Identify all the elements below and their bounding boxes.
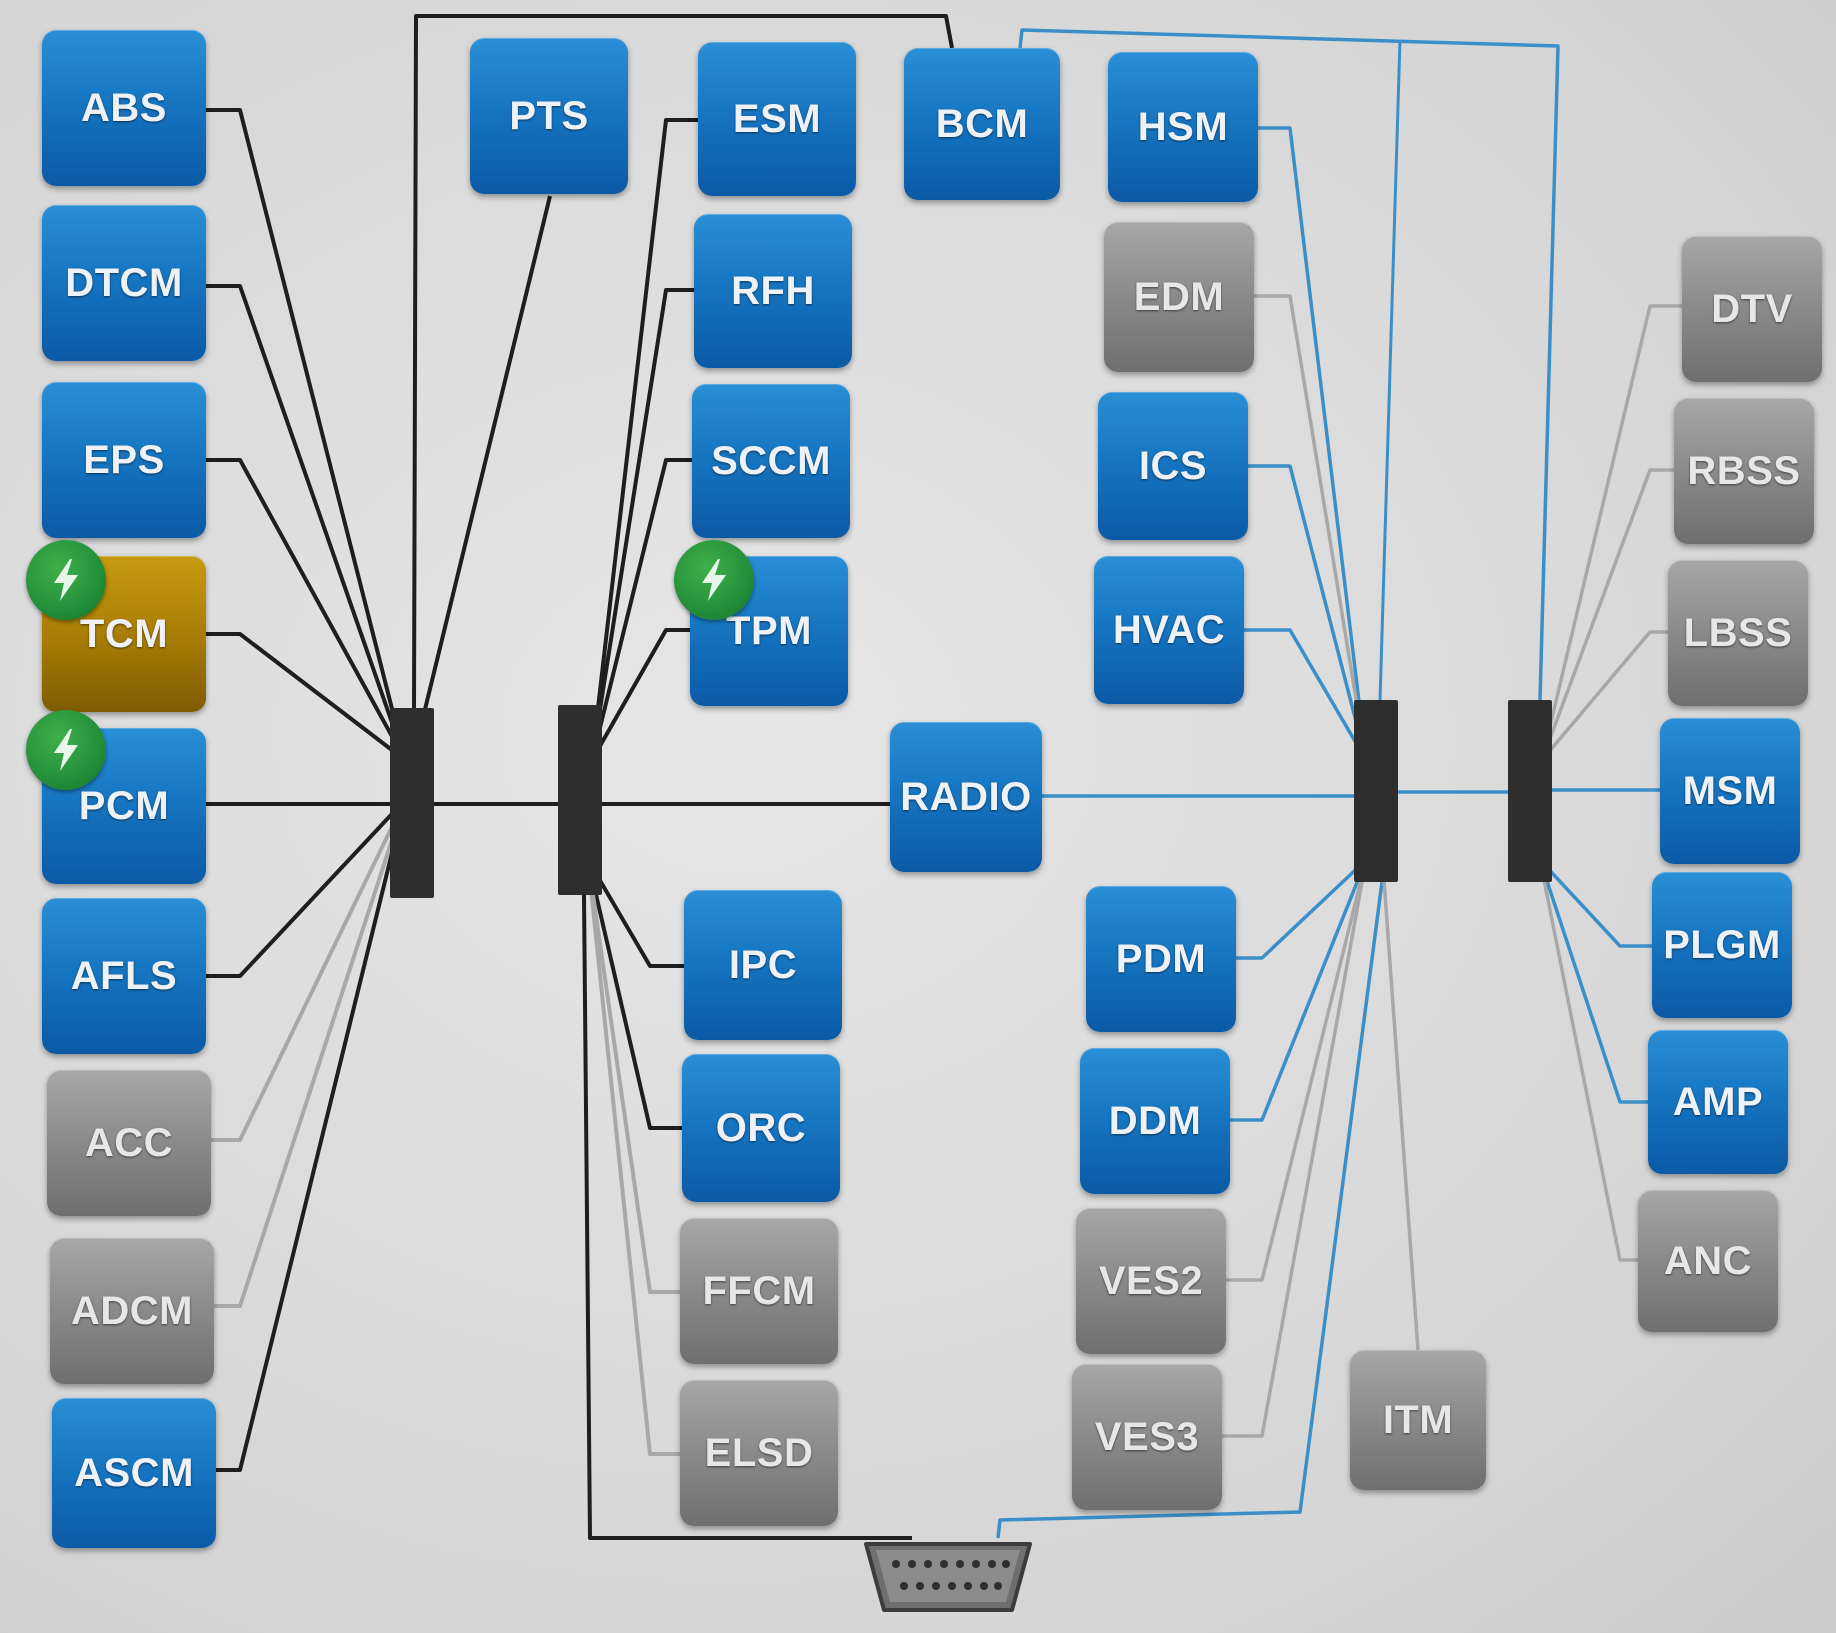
bus-wire	[590, 118, 698, 761]
lightning-bolt-icon	[674, 540, 754, 620]
bus-wire	[214, 799, 407, 1308]
module-ddm[interactable]: DDM	[1080, 1048, 1230, 1194]
bus-wire	[1258, 126, 1368, 761]
bus-wire	[1538, 859, 1648, 1104]
module-rbss[interactable]: RBSS	[1674, 398, 1814, 544]
module-afls[interactable]: AFLS	[42, 898, 206, 1054]
module-tpm[interactable]: TPM	[690, 556, 848, 706]
module-bcm[interactable]: BCM	[904, 48, 1060, 200]
module-plgm[interactable]: PLGM	[1652, 872, 1792, 1018]
bus-wire	[1222, 859, 1368, 1438]
module-pts[interactable]: PTS	[470, 38, 628, 194]
bus-wire	[206, 108, 407, 761]
bus-wire	[996, 881, 1384, 1539]
bus-wire	[586, 859, 680, 1294]
bus-wire	[1538, 858, 1652, 948]
module-sccm[interactable]: SCCM	[692, 384, 850, 538]
bus-wire	[206, 798, 407, 978]
module-dtcm[interactable]: DTCM	[42, 205, 206, 361]
module-dtv[interactable]: DTV	[1682, 236, 1822, 382]
bus-wire	[216, 799, 407, 1472]
module-abs[interactable]: ABS	[42, 30, 206, 186]
lightning-bolt-icon	[26, 540, 106, 620]
hub-2	[558, 705, 602, 895]
bus-wire	[1540, 304, 1682, 761]
module-eps[interactable]: EPS	[42, 382, 206, 538]
module-hsm[interactable]: HSM	[1108, 52, 1258, 202]
module-radio[interactable]: RADIO	[890, 722, 1042, 872]
bus-wire	[1226, 859, 1368, 1282]
module-ves3[interactable]: VES3	[1072, 1364, 1222, 1510]
module-acc[interactable]: ACC	[47, 1070, 211, 1216]
bus-wire	[1254, 294, 1368, 761]
bus-wire	[206, 632, 407, 762]
module-itm[interactable]: ITM	[1350, 1350, 1486, 1490]
bus-wire	[206, 458, 407, 761]
module-elsd[interactable]: ELSD	[680, 1380, 838, 1526]
bus-wire	[412, 14, 954, 709]
bus-wire	[586, 859, 682, 1130]
obd-connector-icon[interactable]	[860, 1538, 1036, 1616]
module-ascm[interactable]: ASCM	[52, 1398, 216, 1548]
bus-wire	[586, 858, 684, 968]
bus-wire	[582, 894, 912, 1540]
module-ics[interactable]: ICS	[1098, 392, 1248, 540]
module-ipc[interactable]: IPC	[684, 890, 842, 1040]
bus-wire	[1244, 628, 1368, 761]
bus-wire	[211, 799, 407, 1142]
bus-wire	[590, 288, 694, 761]
bus-wire	[590, 458, 692, 761]
module-adcm[interactable]: ADCM	[50, 1238, 214, 1384]
hub-1	[390, 708, 434, 898]
bus-wire	[1540, 468, 1674, 761]
bus-wire	[206, 284, 407, 761]
module-orc[interactable]: ORC	[682, 1054, 840, 1202]
module-anc[interactable]: ANC	[1638, 1190, 1778, 1332]
bus-wire	[1540, 630, 1668, 762]
module-msm[interactable]: MSM	[1660, 718, 1800, 864]
lightning-bolt-icon	[26, 710, 106, 790]
bus-wire	[1236, 858, 1368, 960]
module-rfh[interactable]: RFH	[694, 214, 852, 368]
module-pdm[interactable]: PDM	[1086, 886, 1236, 1032]
bus-wire	[1230, 859, 1368, 1122]
module-amp[interactable]: AMP	[1648, 1030, 1788, 1174]
bus-wire	[1248, 464, 1368, 761]
module-lbss[interactable]: LBSS	[1668, 560, 1808, 706]
bus-wire	[1018, 28, 1560, 701]
bus-wire	[418, 195, 552, 731]
module-edm[interactable]: EDM	[1104, 222, 1254, 372]
bus-wire	[1378, 39, 1402, 701]
module-ves2[interactable]: VES2	[1076, 1208, 1226, 1354]
module-hvac[interactable]: HVAC	[1094, 556, 1244, 704]
module-esm[interactable]: ESM	[698, 42, 856, 196]
module-ffcm[interactable]: FFCM	[680, 1218, 838, 1364]
bus-wire	[586, 859, 680, 1456]
hub-4	[1508, 700, 1552, 882]
bus-wire	[590, 628, 690, 761]
bus-wire	[1382, 879, 1420, 1351]
hub-3	[1354, 700, 1398, 882]
bus-wire	[1538, 859, 1638, 1262]
